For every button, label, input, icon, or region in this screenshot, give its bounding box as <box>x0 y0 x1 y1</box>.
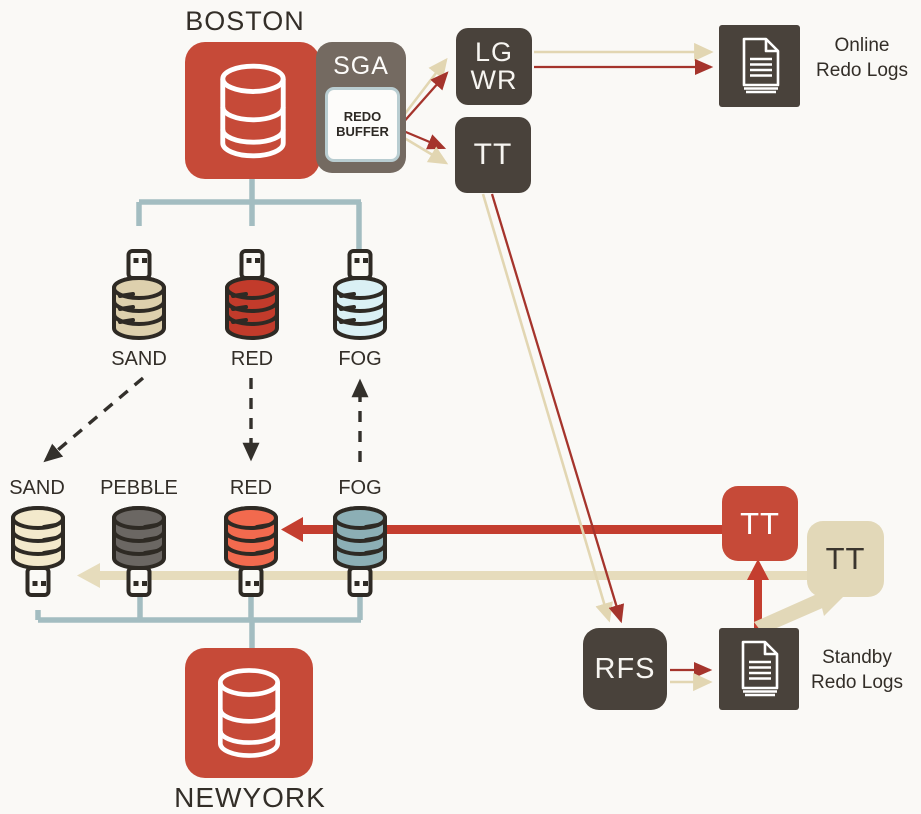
sand-pdb-primary-icon <box>107 248 171 346</box>
sga-label: SGA <box>333 52 389 80</box>
online-redo-logs-box <box>719 25 800 107</box>
tt-red-arrowhead <box>281 517 303 542</box>
tt-beige-arrowhead <box>77 563 100 588</box>
redo-buffer-to-lgwr-beige <box>399 57 448 120</box>
tt-beige-to-pdbs-arrow <box>100 571 807 580</box>
redo-buffer-to-tt-beige <box>400 134 449 165</box>
standby-log-to-tt-red-arrow <box>754 578 762 628</box>
sand-pdb-standby-label: SAND <box>9 477 65 499</box>
tt-beige-process-bubble: TT <box>807 521 884 597</box>
fog-pdb-primary-label: FOG <box>338 348 382 370</box>
primary-db-title: BOSTON <box>185 6 305 36</box>
lgwr-process-box: LG WR <box>456 28 532 105</box>
tt-primary-to-rfs-red <box>490 193 625 624</box>
fog-pdb-standby-label: FOG <box>338 477 382 499</box>
standby-redo-logs-box <box>719 628 799 710</box>
pebble-pdb-standby-label: PEBBLE <box>100 477 178 499</box>
standby-database-box <box>185 648 313 778</box>
redo-buffer-to-tt-red <box>400 128 447 150</box>
sand-pdb-primary-label: SAND <box>111 348 167 370</box>
standby-log-to-tt-beige-link <box>754 590 834 634</box>
standby-db-title: NEWYORK <box>174 782 326 813</box>
online-redo-logs-label: Online Redo Logs <box>816 35 908 82</box>
tt-primary-to-rfs-beige <box>481 193 613 623</box>
tt-red-process-box: TT <box>722 486 798 561</box>
fog-pdb-primary-icon <box>328 248 392 346</box>
redo-buffer-to-lgwr-red <box>400 71 449 126</box>
fog-pdb-standby-icon <box>328 500 392 598</box>
sand-pdb-standby-icon <box>6 500 70 598</box>
red-pdb-primary-label: RED <box>230 348 274 370</box>
standby-pdb-bracket <box>35 597 363 650</box>
database-icon <box>212 664 286 762</box>
document-icon <box>731 638 787 700</box>
rfs-process-box: RFS <box>583 628 667 710</box>
tt-primary-process-box: TT <box>455 117 531 193</box>
database-icon <box>214 60 292 162</box>
red-pdb-primary-icon <box>220 248 284 346</box>
primary-database-box <box>185 42 320 179</box>
red-pdb-standby-label: RED <box>229 477 273 499</box>
red-pdb-standby-icon <box>219 500 283 598</box>
sand-mapping-dashed-arrow <box>43 376 145 463</box>
pebble-pdb-standby-icon <box>107 500 171 598</box>
primary-pdb-bracket <box>136 178 362 252</box>
standby-log-to-tt-red-arrowhead <box>747 559 769 580</box>
document-icon <box>732 35 788 97</box>
tt-red-to-red-pdb-arrow <box>303 525 722 534</box>
redo-buffer-box: REDO BUFFER <box>325 87 400 162</box>
standby-redo-logs-label: Standby Redo Logs <box>811 647 903 694</box>
